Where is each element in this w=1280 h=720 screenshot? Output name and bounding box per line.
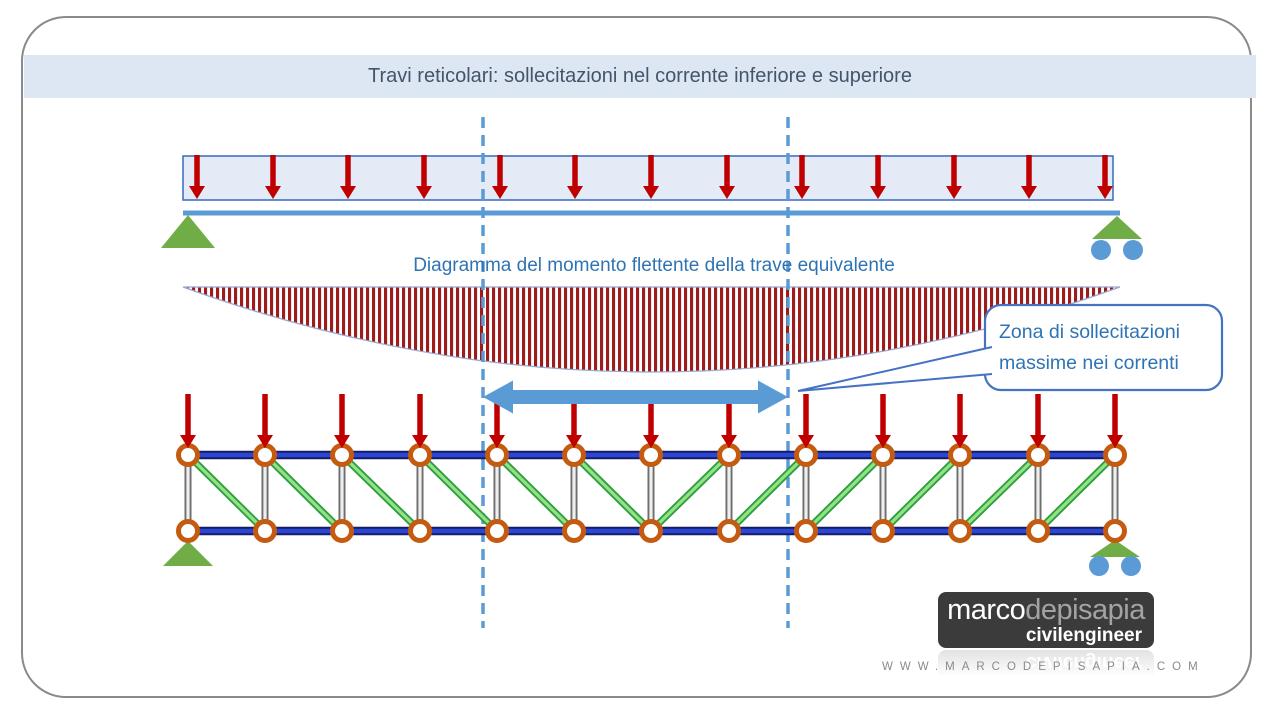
truss-pin-support bbox=[163, 541, 213, 566]
max-zone-markers bbox=[481, 117, 790, 628]
truss-node bbox=[562, 519, 586, 543]
truss-node bbox=[253, 443, 277, 467]
truss-node bbox=[948, 519, 972, 543]
callout-line2: massime nei correnti bbox=[999, 352, 1179, 374]
truss-diagonal-core bbox=[186, 453, 267, 533]
truss-node bbox=[639, 519, 663, 543]
title-bar: Travi reticolari: sollecitazioni nel cor… bbox=[24, 55, 1256, 98]
truss-node bbox=[717, 519, 741, 543]
truss-diagonal-core bbox=[804, 453, 885, 533]
truss-node bbox=[948, 443, 972, 467]
load-arrow-head bbox=[721, 435, 737, 448]
truss-node bbox=[562, 443, 586, 467]
truss-node bbox=[253, 519, 277, 543]
load-arrow-head bbox=[180, 435, 196, 448]
truss-node bbox=[794, 519, 818, 543]
load-arrow-head bbox=[643, 435, 659, 448]
truss-node bbox=[1103, 443, 1127, 467]
truss-diagonal-core bbox=[495, 453, 576, 533]
load-arrow-head bbox=[946, 186, 962, 199]
callout-text: Zona di sollecitazioni massime nei corre… bbox=[999, 317, 1214, 379]
load-arrow-head bbox=[489, 435, 505, 448]
truss-node bbox=[794, 443, 818, 467]
logo-brand-right: depisapia bbox=[1025, 594, 1145, 626]
truss-node bbox=[485, 443, 509, 467]
reflection-fade bbox=[938, 650, 1154, 676]
load-arrow-head bbox=[265, 186, 281, 199]
logo-tagline: civilengineer bbox=[1025, 625, 1142, 646]
load-arrow-head bbox=[1107, 435, 1123, 448]
load-arrow-head bbox=[340, 186, 356, 199]
truss-node bbox=[485, 519, 509, 543]
roller-wheel bbox=[1121, 556, 1141, 576]
truss-node bbox=[176, 443, 200, 467]
equivalent-beam bbox=[161, 155, 1143, 260]
load-arrow-head bbox=[875, 435, 891, 448]
truss-node bbox=[176, 519, 200, 543]
roller-wheel bbox=[1089, 556, 1109, 576]
moment-caption: Diagramma del momento flettente della tr… bbox=[413, 255, 895, 276]
roller-wheel bbox=[1123, 240, 1143, 260]
truss-node bbox=[639, 443, 663, 467]
load-arrow-head bbox=[566, 435, 582, 448]
load-arrow-head bbox=[1021, 186, 1037, 199]
logo-brand: marcodepisapia bbox=[938, 595, 1154, 626]
truss-node bbox=[871, 443, 895, 467]
truss-node bbox=[408, 443, 432, 467]
truss-node bbox=[717, 443, 741, 467]
logo-brand-left: marco bbox=[947, 594, 1026, 626]
load-arrow-head bbox=[952, 435, 968, 448]
double-arrow bbox=[483, 380, 788, 414]
roller-wheel bbox=[1091, 240, 1111, 260]
truss-diagonal-core bbox=[958, 453, 1040, 533]
truss-diagonal-core bbox=[263, 453, 344, 533]
load-arrow-head bbox=[1097, 186, 1113, 199]
truss-diagonal-core bbox=[572, 453, 653, 533]
load-arrow-head bbox=[870, 186, 886, 199]
truss-diagonal-core bbox=[727, 453, 808, 533]
slide-title: Travi reticolari: sollecitazioni nel cor… bbox=[368, 65, 912, 87]
load-arrow-head bbox=[567, 186, 583, 199]
load-arrow-head bbox=[794, 186, 810, 199]
logo: marcodepisapia civilengineer bbox=[938, 592, 1154, 648]
truss-roller-support bbox=[1090, 540, 1140, 557]
load-arrow-head bbox=[1030, 435, 1046, 448]
callout-box bbox=[983, 303, 1224, 392]
truss-node bbox=[330, 519, 354, 543]
callout bbox=[797, 303, 1224, 392]
beam-pin-support bbox=[161, 215, 215, 248]
website-url: WWW.MARCODEPISAPIA.COM bbox=[882, 661, 1205, 673]
truss-diagonal-core bbox=[881, 453, 962, 533]
load-arrow-head bbox=[719, 186, 735, 199]
truss-diagonal-core bbox=[1036, 453, 1117, 533]
truss bbox=[163, 394, 1141, 576]
load-arrow-head bbox=[798, 435, 814, 448]
zone-extent-arrow bbox=[483, 380, 788, 414]
slide-border bbox=[21, 16, 1252, 698]
beam-roller-support bbox=[1092, 216, 1142, 239]
callout-tail-outline bbox=[797, 346, 993, 392]
truss-node bbox=[1026, 443, 1050, 467]
load-arrow-head bbox=[416, 186, 432, 199]
load-arrow-head bbox=[492, 186, 508, 199]
truss-diagonal-core bbox=[649, 453, 731, 533]
load-arrow-head bbox=[334, 435, 350, 448]
truss-node bbox=[1103, 519, 1127, 543]
truss-diagonal-core bbox=[418, 453, 499, 533]
logo-reflection: marcodepisapia civilengineer bbox=[938, 650, 1154, 676]
truss-node bbox=[871, 519, 895, 543]
truss-node bbox=[408, 519, 432, 543]
load-arrow-head bbox=[412, 435, 428, 448]
truss-node bbox=[1026, 519, 1050, 543]
load-arrow-head bbox=[189, 186, 205, 199]
load-arrow-head bbox=[643, 186, 659, 199]
truss-diagonal-core bbox=[340, 453, 422, 533]
callout-line1: Zona di sollecitazioni bbox=[999, 321, 1181, 343]
truss-node bbox=[330, 443, 354, 467]
load-arrow-head bbox=[257, 435, 273, 448]
